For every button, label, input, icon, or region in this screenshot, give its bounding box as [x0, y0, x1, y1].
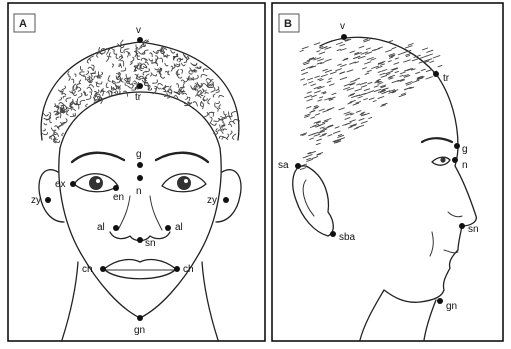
- landmark-label-sa: sa: [278, 160, 289, 171]
- landmark-label-v: v: [136, 25, 141, 36]
- panel-b: B v tr: [272, 3, 503, 341]
- landmark-dot-n: [137, 175, 143, 181]
- panel-a-mouth: [104, 260, 176, 279]
- landmark-label-sba: sba: [339, 232, 356, 243]
- landmark-label-gn: gn: [134, 325, 145, 336]
- landmark-label-g-profile: g: [462, 144, 468, 155]
- landmark-label-g: g: [136, 149, 142, 160]
- landmark-label-ex: ex: [55, 179, 66, 190]
- landmark-dot-en: [113, 185, 119, 191]
- landmark-dot-tr: [137, 83, 143, 89]
- panel-b-hair: [300, 37, 442, 169]
- landmark-label-n: n: [136, 186, 142, 197]
- landmark-label-tr-profile: tr: [443, 73, 450, 84]
- panel-b-label: B: [284, 18, 292, 30]
- landmark-label-v-profile: v: [340, 21, 345, 32]
- landmark-label-al-right: al: [175, 222, 183, 233]
- landmark-dot-g: [137, 162, 143, 168]
- landmark-label-al-left: al: [97, 222, 105, 233]
- landmark-dot-tr-profile: [433, 71, 439, 77]
- landmark-dot-zy-left: [45, 197, 51, 203]
- landmark-label-sn-profile: sn: [468, 224, 479, 235]
- landmark-dot-gn: [137, 315, 143, 321]
- landmark-dot-al-right: [165, 225, 171, 231]
- landmark-dot-n-profile: [452, 157, 458, 163]
- landmark-label-ch-right: ch: [183, 264, 194, 275]
- landmark-dot-ch-right: [174, 266, 180, 272]
- landmark-label-zy-left: zy: [31, 195, 41, 206]
- landmark-dot-sn: [137, 237, 143, 243]
- landmark-dot-ch-left: [100, 266, 106, 272]
- landmark-label-n-profile: n: [462, 160, 468, 171]
- landmark-label-zy-right: zy: [207, 195, 217, 206]
- landmark-dot-sn-profile: [459, 223, 465, 229]
- landmark-dot-sba: [330, 231, 336, 237]
- landmark-label-ch-left: ch: [82, 264, 93, 275]
- landmark-label-tr: tr: [135, 92, 142, 103]
- landmark-label-sn: sn: [145, 238, 156, 249]
- landmark-dot-g-profile: [454, 143, 460, 149]
- landmark-dot-gn-profile: [437, 298, 443, 304]
- landmark-label-gn-profile: gn: [446, 301, 457, 312]
- landmark-dot-zy-right: [223, 197, 229, 203]
- landmark-dot-ex: [70, 181, 76, 187]
- landmark-dot-v-profile: [341, 34, 347, 40]
- panel-a: A: [8, 3, 265, 341]
- panel-a-label: A: [19, 18, 27, 30]
- panel-a-landmarks: v tr g n ex en zy zy al al sn ch: [31, 25, 229, 336]
- panel-b-frame: [272, 3, 503, 341]
- landmark-dot-sa: [295, 163, 301, 169]
- landmark-dot-v: [137, 37, 143, 43]
- landmark-label-en: en: [113, 192, 124, 203]
- landmark-dot-al-left: [113, 225, 119, 231]
